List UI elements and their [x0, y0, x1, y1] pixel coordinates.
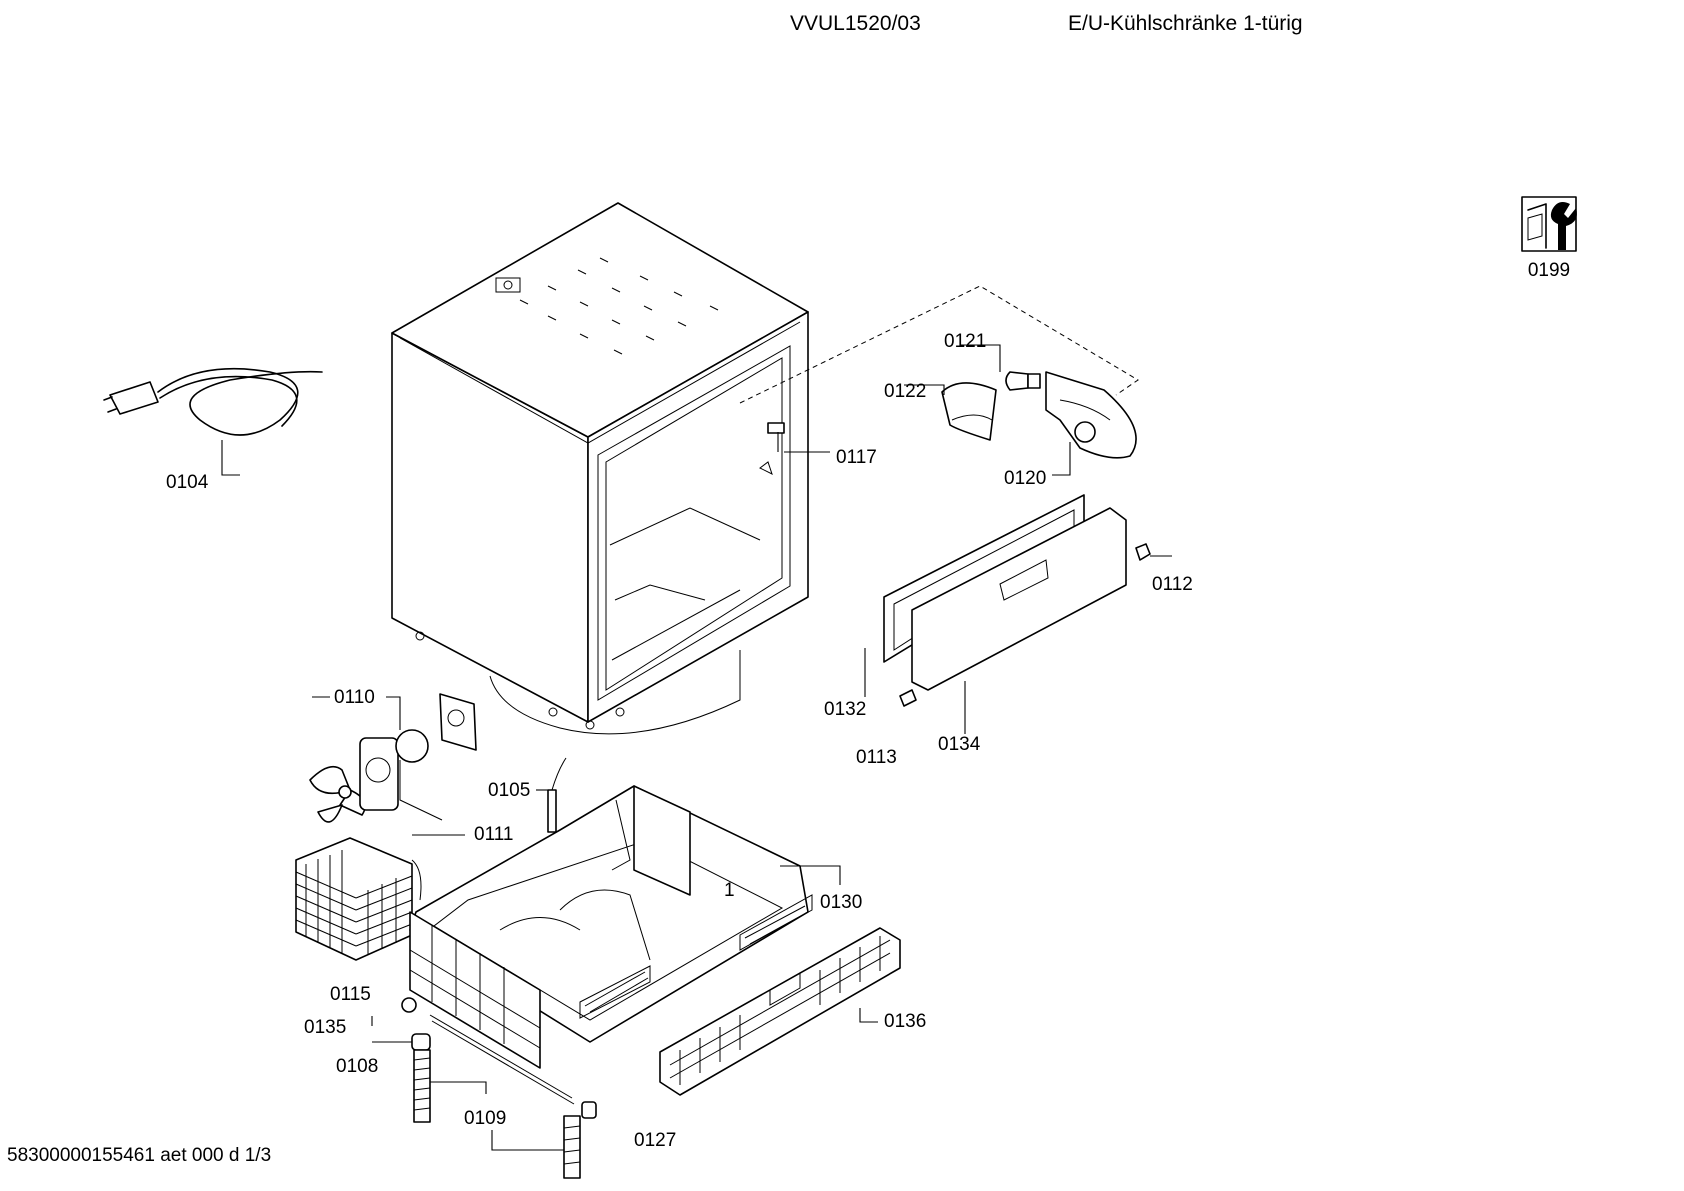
document-code: 58300000155461 aet 000 d 1/3 [7, 1145, 272, 1166]
part-0110-fan-assembly [309, 693, 477, 823]
part-0109-adjustable-foot [413, 1014, 581, 1179]
label-0127: 0127 [634, 1130, 676, 1151]
part-0136-front-grille [659, 927, 901, 1096]
label-0134: 0134 [938, 734, 981, 755]
part-labels: 0199 0104 0117 0121 0122 0120 0112 0132 … [166, 260, 1570, 1151]
fridge-cabinet [391, 202, 809, 735]
label-0130: 0130 [820, 892, 862, 913]
label-0105: 0105 [488, 780, 530, 801]
part-0108-foot-cap [372, 1033, 431, 1051]
part-0112-door-hinge [1135, 543, 1172, 561]
label-0122: 0122 [884, 381, 926, 402]
label-0115: 0115 [330, 984, 371, 1005]
part-0117-clip [759, 422, 830, 475]
label-0135: 0135 [304, 1017, 346, 1038]
label-0104: 0104 [166, 472, 209, 493]
label-0199: 0199 [1528, 260, 1570, 281]
wrench-manual-icon [1521, 196, 1577, 252]
label-0112: 0112 [1152, 574, 1193, 595]
part-0105-temperature-sensor [536, 757, 567, 833]
label-0117: 0117 [836, 447, 877, 468]
label-0121: 0121 [944, 331, 986, 352]
part-0135-nut [371, 997, 417, 1026]
model-number: VVUL1520/03 [790, 12, 921, 35]
label-0136: 0136 [884, 1011, 926, 1032]
part-0122-lamp-cover [904, 382, 997, 441]
label-0108: 0108 [336, 1056, 378, 1077]
label-0109: 0109 [464, 1108, 506, 1129]
part-0113-hinge-pin [899, 689, 917, 707]
label-0110: 0110 [334, 687, 375, 708]
part-0104-power-cord [103, 367, 323, 476]
part-0134-door-panel [911, 507, 1127, 734]
part-0115-condenser [295, 837, 422, 961]
part-0127-foot-adapter [581, 1101, 597, 1119]
label-0111: 0111 [474, 824, 513, 845]
tray-marker: 1 [724, 880, 735, 901]
appliance-description: E/U-Kühlschränke 1-türig [1068, 12, 1303, 35]
part-0121-lamp-bulb [960, 344, 1041, 391]
label-0113: 0113 [856, 747, 897, 768]
label-0120: 0120 [1004, 468, 1046, 489]
label-0132: 0132 [824, 699, 866, 720]
part-0120-lamp-housing [1045, 371, 1137, 476]
part-0130-base-tray [409, 785, 841, 1069]
